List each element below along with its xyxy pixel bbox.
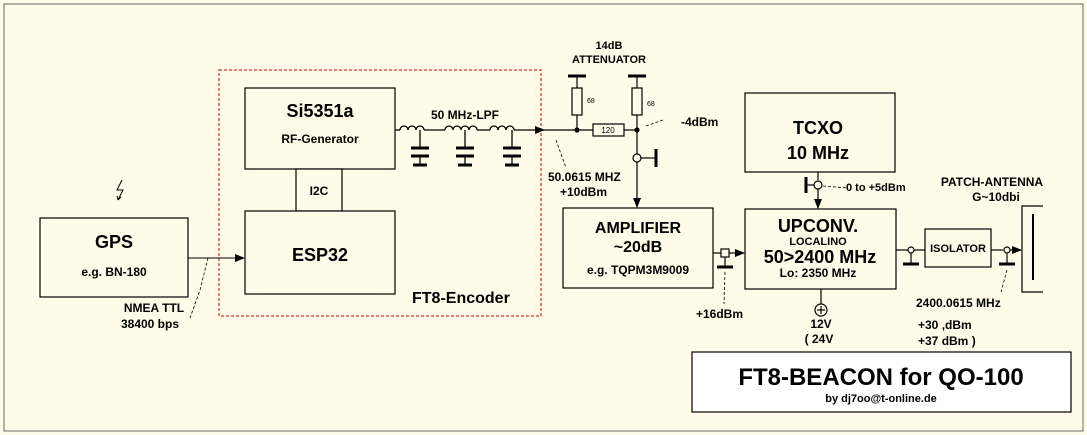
- amp-out-leader: [723, 271, 726, 305]
- tcxo-block: TCXO 10 MHz: [744, 92, 896, 173]
- amplifier-gain: ~20dB: [614, 239, 662, 256]
- amplifier-title: AMPLIFIER: [595, 220, 682, 237]
- output-leader: [1000, 269, 1008, 293]
- diagram-title: FT8-BEACON for QO-100: [738, 364, 1023, 391]
- resistor-120: 120: [601, 126, 615, 135]
- i2c-label: I2C: [310, 184, 329, 198]
- gps-title: GPS: [95, 232, 133, 252]
- tcxo-to-upconverter-link: [804, 172, 823, 209]
- antenna-gain: G~10dbi: [972, 190, 1020, 204]
- patch-antenna-icon: [1021, 205, 1043, 293]
- si5351-subtitle: RF-Generator: [281, 132, 359, 146]
- attenuator-label-2: ATTENUATOR: [572, 54, 646, 66]
- isolator-block: ISOLATOR: [924, 228, 992, 268]
- amplifier-block: AMPLIFIER ~20dB e.g. TQPM3M9009: [562, 207, 714, 289]
- title-box: FT8-BEACON for QO-100 by dj7oo@t-online.…: [691, 351, 1072, 413]
- attenuator-label-1: 14dB: [596, 40, 623, 52]
- upconverter-lo: Lo: 2350 MHz: [780, 266, 857, 280]
- upconverter-title: UPCONV.: [778, 216, 858, 236]
- encoder-label: FT8-Encoder: [412, 290, 510, 307]
- output-level-1: +30 ,dBm: [918, 318, 972, 332]
- supply-voltage-alt: ( 24V: [805, 332, 834, 346]
- lo-level: 0 to +5dBm: [846, 182, 906, 194]
- gps-block: GPS e.g. BN-180: [39, 217, 189, 298]
- si5351-block: Si5351a RF-Generator: [244, 87, 396, 170]
- tcxo-title: TCXO: [793, 118, 843, 138]
- amp-out-level: +16dBm: [696, 307, 743, 321]
- antenna-label: PATCH-ANTENNA: [941, 175, 1044, 189]
- diagram-author: by dj7oo@t-online.de: [825, 393, 937, 405]
- att-out-level: -4dBm: [681, 115, 718, 129]
- upconverter-to-isolator-link: [896, 246, 925, 266]
- output-frequency: 2400.0615 MHz: [916, 296, 1001, 310]
- isolator-to-antenna-link: [991, 246, 1022, 266]
- upconverter-range: 50>2400 MHz: [764, 247, 877, 267]
- gps-subtitle: e.g. BN-180: [81, 265, 147, 279]
- lowpass-filter: [395, 125, 545, 167]
- esp32-title: ESP32: [292, 245, 348, 265]
- rf-frequency: 50.0615 MHZ: [548, 170, 621, 184]
- nmea-label-1: NMEA TTL: [124, 301, 184, 315]
- nmea-leader: [189, 257, 209, 319]
- i2c-block: I2C: [295, 168, 343, 212]
- output-level-2: +37 dBm ): [918, 334, 976, 348]
- amp-to-upconverter-link: [713, 248, 745, 269]
- si5351-title: Si5351a: [286, 101, 354, 121]
- attenuator-network: [544, 74, 658, 208]
- supply-voltage: 12V: [810, 317, 831, 331]
- esp32-block: ESP32: [244, 210, 396, 295]
- upconverter-block: UPCONV. LOCALINO 50>2400 MHz Lo: 2350 MH…: [744, 208, 897, 290]
- encoder-frame: [218, 69, 542, 317]
- upconverter-name: LOCALINO: [789, 236, 847, 248]
- resistor-68-a: 68: [587, 98, 595, 105]
- isolator-title: ISOLATOR: [930, 243, 986, 255]
- rf-level: +10dBm: [560, 185, 607, 199]
- lpf-label: 50 MHz-LPF: [431, 108, 499, 122]
- supply-connector: [814, 289, 828, 317]
- lo-level-leader: [822, 185, 849, 189]
- resistor-68-b: 68: [647, 101, 655, 108]
- amplifier-part: e.g. TQPM3M9009: [587, 263, 689, 277]
- att-out-leader: [645, 119, 664, 127]
- nmea-label-2: 38400 bps: [121, 317, 179, 331]
- tcxo-subtitle: 10 MHz: [787, 143, 849, 163]
- satellite-signal-icon: [116, 179, 124, 201]
